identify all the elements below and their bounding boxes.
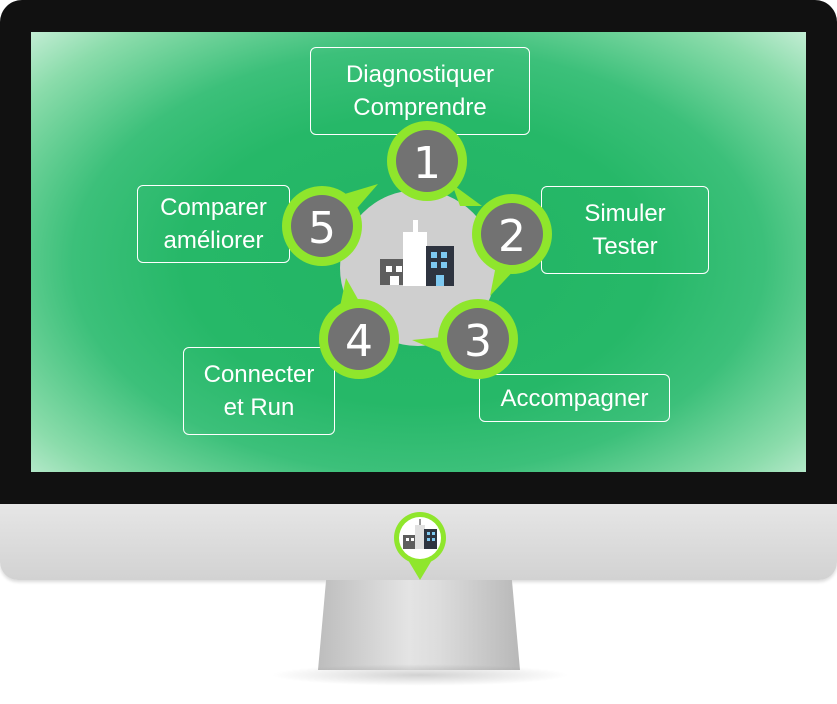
step-4-pin: 4 (319, 278, 399, 379)
step-2-pin: 2 (472, 194, 552, 296)
map-pin-buildings-icon (394, 512, 446, 580)
step-3-pin: 3 (412, 299, 518, 379)
step-2-line2: Tester (592, 233, 658, 260)
step-5-pin: 5 (282, 184, 378, 266)
step-3-line1: Accompagner (500, 384, 649, 412)
step-1-number: 1 (413, 138, 441, 189)
step-5-line1: Comparer (160, 194, 267, 221)
step-4-line1: Connecter (203, 361, 315, 388)
step-4-number: 4 (345, 316, 373, 367)
stand-shadow (270, 664, 570, 686)
step-2-number: 2 (498, 211, 526, 262)
step-3-number: 3 (464, 316, 492, 367)
step-1-label: Diagnostiquer Comprendre (310, 47, 530, 135)
monitor-stand (318, 580, 520, 670)
city-buildings-icon (380, 220, 454, 286)
step-3-label: Accompagner (479, 374, 670, 422)
step-5-label: Comparer améliorer (137, 185, 290, 263)
step-1-pin: 1 (387, 121, 482, 206)
step-2-label: Simuler Tester (541, 186, 709, 274)
step-5-number: 5 (308, 203, 336, 254)
step-5-line2: améliorer (163, 227, 264, 254)
step-4-label: Connecter et Run (183, 347, 335, 435)
step-2-line1: Simuler (584, 200, 666, 227)
step-4-line2: et Run (223, 394, 295, 421)
step-1-line2: Comprendre (353, 94, 487, 121)
step-1-line1: Diagnostiquer (345, 61, 495, 88)
